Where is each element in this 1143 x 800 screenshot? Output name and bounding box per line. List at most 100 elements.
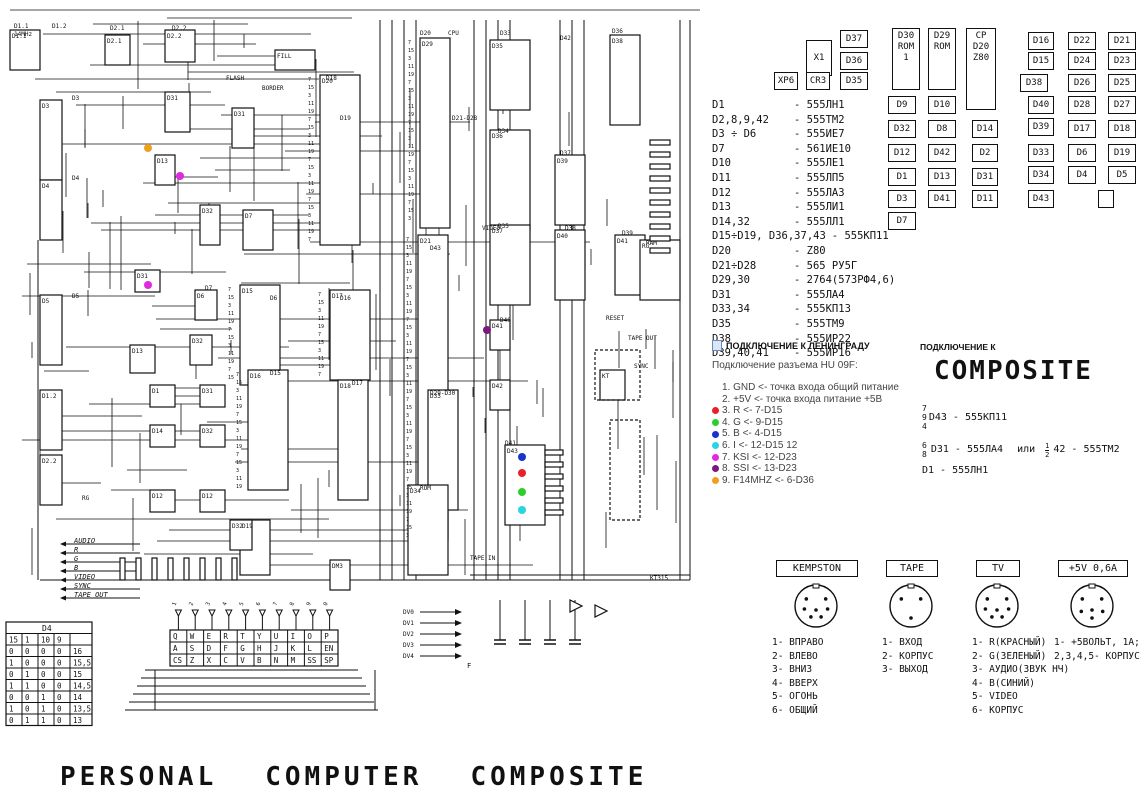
chip-list-row: D1- 555ЛН1 [712,98,895,113]
title-computer: COMPUTER [265,762,423,792]
connector-pinout-2: 1- R(КРАСНЫЙ)2- G(ЗЕЛЕНЫЙ)3- АУДИО(ЗВУК … [972,636,1069,717]
key-label: K [291,644,296,653]
ic-d38 [609,34,641,126]
leningrad-heading: ПОДКЛЮЧЕНИЕ К ЛЕНИНГРАДУ [712,340,870,351]
d4-table-cell: 1 [25,636,30,645]
ic-label: D31 [167,95,178,102]
key-label: J [274,644,279,653]
pin-number: 19 [308,229,314,235]
output-label: TAPE OUT [74,591,109,599]
key-label: T [240,632,245,641]
chip-list-name: D13 [712,201,731,214]
ic-d1 [149,384,176,408]
diode-icon [569,599,584,613]
note3-text: D1 - 555ЛН1 [922,465,989,476]
board-chip-d1: D1 [888,168,916,186]
key-label: C [223,656,228,665]
schematic-tag: D17 [352,380,363,387]
pin-number: 11 [408,144,414,150]
d4-table-cell: 0 [9,693,14,702]
diode-icon [208,609,216,618]
leningrad-pin: 3. R <- 7-D15 [712,405,899,417]
ic-d4 [39,179,63,241]
key-row-label: 4 [222,601,229,607]
ic-fill [274,49,316,71]
chip-list-row: D39,40,41- 555ИР16 [712,346,895,361]
d4-table-cell: 0 [57,670,62,679]
pin-number: 7 [228,327,231,333]
chip-list-type: - 555ТМ2 [794,113,845,126]
key-label: M [291,656,296,665]
ic-d18 [337,379,369,501]
resistor [119,557,126,581]
chip-list-row: D12- 555ЛА3 [712,186,895,201]
schematic-tag: D41 [505,440,516,447]
key-label: F [223,644,228,653]
key-label: A [173,644,178,653]
key-label: P [324,632,329,641]
ic-label: D2.2 [42,458,57,465]
resistor [649,211,671,218]
ic-d32 [229,519,253,551]
key-row-label: 3 [205,602,212,607]
ic-d2.2 [39,454,63,506]
note2-pins: 6 8 [922,441,927,459]
d4-table-cell: 0 [25,659,30,668]
chip-list-name: D3 ÷ D6 [712,128,757,141]
chip-list-row: D33,34- 555КП13 [712,302,895,317]
pin-number: 3 [318,308,321,314]
pin-number: 11 [408,64,414,70]
connector-title-1: TAPE [886,560,938,577]
ic-d2.2 [164,29,196,63]
board-chip-d24: D24 [1068,52,1096,70]
joy-label: DV3 [403,642,414,649]
color-dot-icon [712,465,719,473]
chip-list-type: - 555КП13 [794,303,851,316]
leningrad-pin: 7. KSI <- 12-D23 [712,452,899,464]
leningrad-pin-text: 9. F14MHZ <- 6-D36 [722,474,814,486]
pin-number: 15 [228,295,234,301]
pin-number: 7 [318,332,321,338]
pin-number: 11 [308,141,314,147]
pin-number: 15 [236,380,242,386]
schematic-tag: D2.1 [110,25,125,32]
key-label: SS [307,656,317,665]
note1-pins: 7 9 4 [922,404,927,431]
note1-text: D43 - 555КП11 [928,411,1008,423]
board-chip-d10: D10 [928,96,956,114]
chip-list-type: - 561ИЕ10 [794,142,851,155]
ic-d7 [242,209,274,251]
joy-label: DV1 [403,620,414,627]
leningrad-pin-text: 5. B <- 4-D15 [722,428,782,440]
resistor [135,557,142,581]
d4-table-cell: 0 [57,716,62,725]
ic-label: D15 [242,288,253,295]
d4-table-cell: 1 [41,693,46,702]
schematic-tag: D4 [72,175,80,182]
pin-number: 7 [308,157,311,163]
ic-d3 [39,99,63,181]
ic-label: RG [642,243,650,250]
key-label: S [190,644,195,653]
ic-d14 [149,424,176,448]
chip-list-row: D29,30- 2764(573РФ4,6) [712,273,895,288]
chip-list-name: D10 [712,157,731,170]
d4-table-cell: 0 [9,647,14,656]
note2-b: 42 - 555ТМ2 [1053,444,1120,455]
pin-number: 7 [308,197,311,203]
key-label: Y [257,632,262,641]
board-chip-d15: D15 [1028,52,1054,70]
pin-number: 7 [236,372,239,378]
leningrad-pin: 2. +5V <- точка входа питание +5В [712,394,899,406]
din-connector-icon [889,583,933,628]
arrow-icon [60,550,66,556]
d4-table-cell: 13 [73,716,82,725]
ic-d32 [189,334,213,366]
ic-d39 [554,154,586,226]
chip-list-type: - 555ЛЛ1 [794,215,845,228]
ic-label: D19 [242,523,253,530]
chip-list-type: - 555ТМ9 [794,317,845,330]
pin-number: 15 [406,485,412,491]
pin-number: 19 [236,404,242,410]
